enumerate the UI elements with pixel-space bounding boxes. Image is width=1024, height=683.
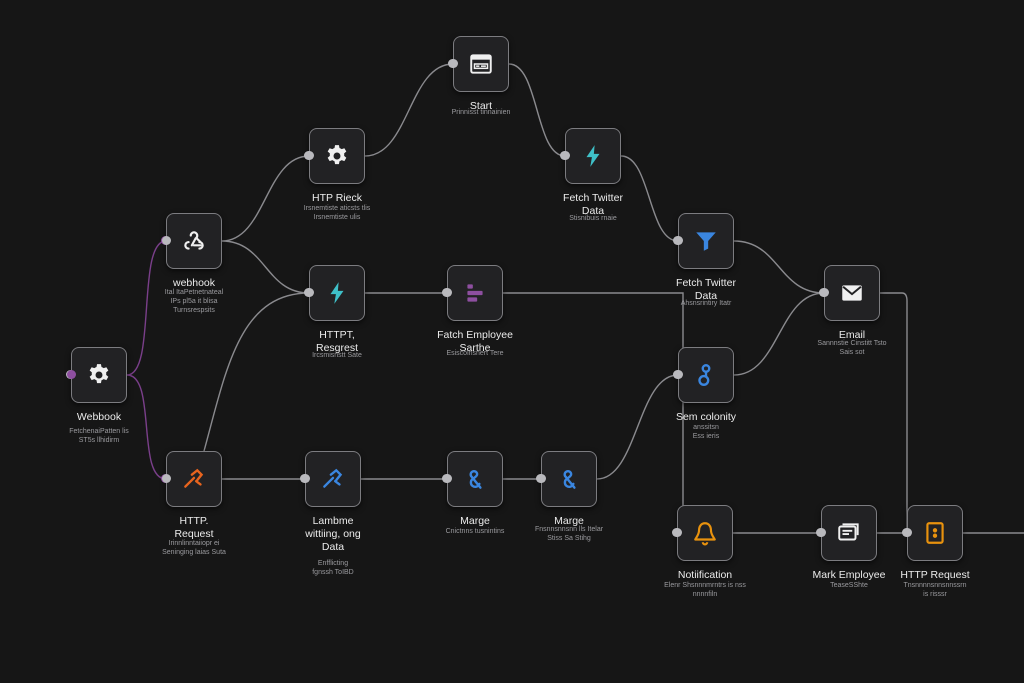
hammer-icon	[181, 466, 207, 492]
output-port[interactable]	[817, 528, 826, 537]
output-port[interactable]	[674, 236, 683, 245]
node-title: webhook	[172, 277, 216, 289]
node-subtitle: Irinnlinntaiiopr ei Seninging laias Suta	[162, 540, 226, 556]
bolt-icon	[580, 143, 606, 169]
node-subtitle: Ircsmisnstt Sate	[312, 352, 362, 359]
bell-icon	[692, 520, 718, 546]
node-subtitle: anssitsn Ess ieris	[692, 424, 720, 440]
node-box[interactable]	[907, 505, 963, 561]
node-subtitle: Ahsnsrintiry Itatr	[680, 300, 732, 307]
node-box[interactable]	[166, 451, 222, 507]
output-port[interactable]	[162, 474, 171, 483]
node-box[interactable]	[678, 213, 734, 269]
node-title: Notiification	[677, 569, 733, 581]
output-port[interactable]	[561, 151, 570, 160]
node-title: Fetch Twitter Data	[563, 192, 623, 217]
node-box[interactable]	[447, 451, 503, 507]
node-subtitle: Prinnisst tinnainien	[451, 109, 511, 116]
envelope-icon	[839, 280, 865, 306]
hammer-icon	[320, 466, 346, 492]
node-box[interactable]	[678, 347, 734, 403]
card-icon	[836, 520, 862, 546]
node-box[interactable]	[821, 505, 877, 561]
node-box[interactable]	[309, 265, 365, 321]
node-box[interactable]	[824, 265, 880, 321]
funnel-icon	[693, 228, 719, 254]
output-port[interactable]	[674, 370, 683, 379]
output-port[interactable]	[301, 474, 310, 483]
node-subtitle: FetchenaiPatten lis ST5s llhidirm	[69, 428, 129, 444]
node-subtitle: Ital ItaPetnetnateal IPs pl5a it blisa T…	[164, 289, 224, 314]
node-box[interactable]	[677, 505, 733, 561]
node-title: Lambme wittiing, ong Data	[305, 515, 361, 553]
node-subtitle: Sannnstie Cinstitt Tsto Sais sot	[817, 340, 887, 356]
webhook-icon	[181, 228, 207, 254]
node-title: Sem colonity	[675, 411, 737, 423]
output-port[interactable]	[443, 288, 452, 297]
ampersand-icon	[556, 466, 582, 492]
output-port[interactable]	[305, 151, 314, 160]
gear-icon	[324, 143, 350, 169]
window-icon	[468, 51, 494, 77]
output-port[interactable]	[820, 288, 829, 297]
node-title: HTTP Request	[900, 569, 970, 581]
node-title: Email	[838, 329, 866, 341]
node-subtitle: Fnsnnsnnsnn lls Itelar Stiss Sa Stihg	[534, 526, 604, 542]
output-port[interactable]	[903, 528, 912, 537]
node-title: Fetch Twitter Data	[676, 277, 736, 302]
node-subtitle: Stisnibuis rnaie	[569, 215, 617, 222]
node-box[interactable]	[565, 128, 621, 184]
node-subtitle: Esiscoinsnert Tere	[446, 350, 504, 357]
node-title: Mark Employee	[812, 569, 886, 581]
node-subtitle: Elenr Shsnnnmrntrs is nss nnnnfiln	[664, 582, 746, 598]
node-title: Marge	[460, 515, 490, 527]
bars-icon	[462, 280, 488, 306]
output-port[interactable]	[305, 288, 314, 297]
node-box[interactable]	[166, 213, 222, 269]
node-title: Webbook	[76, 411, 122, 423]
node-subtitle: TeaseSShte	[830, 582, 868, 589]
node-title: HTTP. Request	[174, 515, 214, 540]
gear-icon	[86, 362, 112, 388]
node-subtitle: Enfflicting fgnssh ToIBD	[312, 560, 354, 576]
ampersand-icon	[462, 466, 488, 492]
node-title: Start	[469, 100, 493, 112]
node-box[interactable]	[309, 128, 365, 184]
output-port[interactable]	[443, 474, 452, 483]
node-subtitle: Irsnemtiste aticsts tlis Irsnemtiste uli…	[303, 205, 371, 221]
output-port[interactable]	[162, 236, 171, 245]
node-box[interactable]	[541, 451, 597, 507]
edge-http-request-left-to-httpt-resgrest	[203, 292, 310, 452]
output-port[interactable]	[537, 474, 546, 483]
output-port[interactable]	[673, 528, 682, 537]
node-title: HTP Rieck	[312, 192, 362, 204]
node-box[interactable]	[71, 347, 127, 403]
node-title: Fatch Employee Sarthe	[437, 329, 513, 354]
node-subtitle: Cnictnns tusnintins	[445, 528, 505, 535]
node-box[interactable]	[305, 451, 361, 507]
node-box[interactable]	[447, 265, 503, 321]
node-box[interactable]	[453, 36, 509, 92]
node-title: Marge	[554, 515, 584, 527]
bolt-icon	[324, 280, 350, 306]
link-icon	[693, 362, 719, 388]
output-port[interactable]	[67, 370, 76, 379]
node-subtitle: Tnsnnnnsnnsnnssrn is risssr	[903, 582, 967, 598]
doc-icon	[922, 520, 948, 546]
output-port[interactable]	[449, 59, 458, 68]
node-title: HTTPT, Resgrest	[315, 329, 358, 354]
